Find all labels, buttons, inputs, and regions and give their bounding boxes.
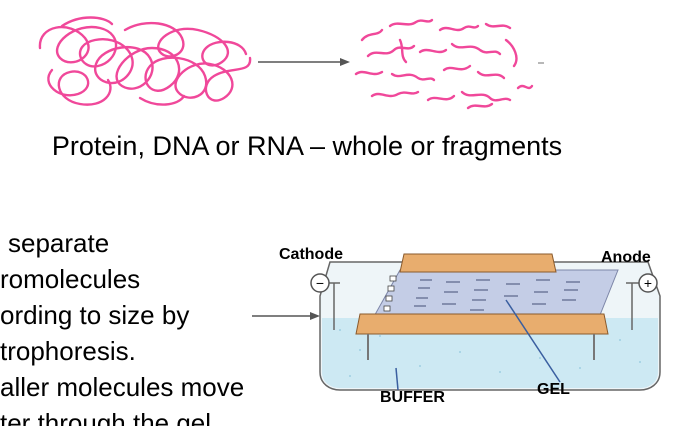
gel-label: GEL <box>537 381 570 398</box>
cathode-electrode: − <box>310 273 340 330</box>
molecule-caption: Protein, DNA or RNA – whole or fragments <box>51 131 563 161</box>
anode-electrode: + <box>626 273 658 330</box>
back-gel-support <box>399 253 557 273</box>
molecule-fragments <box>354 18 534 110</box>
gel-bands <box>414 279 580 311</box>
anode-label: Anode <box>601 249 651 266</box>
gel-leader-line <box>505 299 561 383</box>
description-line: romolecules <box>0 264 141 294</box>
description-line: aller molecules move <box>0 372 245 402</box>
anode-sign: + <box>644 275 652 291</box>
plus-terminal-icon <box>638 273 658 293</box>
gel-plate <box>371 269 619 321</box>
minus-terminal-icon <box>310 273 330 293</box>
buffer-leader-line <box>395 367 399 391</box>
buffer-solution <box>322 318 658 388</box>
description-line: ording to size by <box>0 300 190 330</box>
cathode-label: Cathode <box>279 246 343 263</box>
buffer-label: BUFFER <box>380 389 445 406</box>
description-line: trophoresis. <box>0 336 136 366</box>
reaction-arrow <box>258 58 350 66</box>
description-line: separate <box>8 228 110 258</box>
front-gel-support <box>355 313 609 335</box>
description-line: ter through the gel <box>0 408 212 426</box>
whole-molecule <box>38 16 252 106</box>
molecule-illustration <box>38 16 544 110</box>
sample-wells <box>383 275 397 312</box>
pointer-arrow <box>252 312 320 320</box>
cathode-sign: − <box>316 275 324 291</box>
description-text: separate romolecules ording to size by t… <box>0 228 300 426</box>
